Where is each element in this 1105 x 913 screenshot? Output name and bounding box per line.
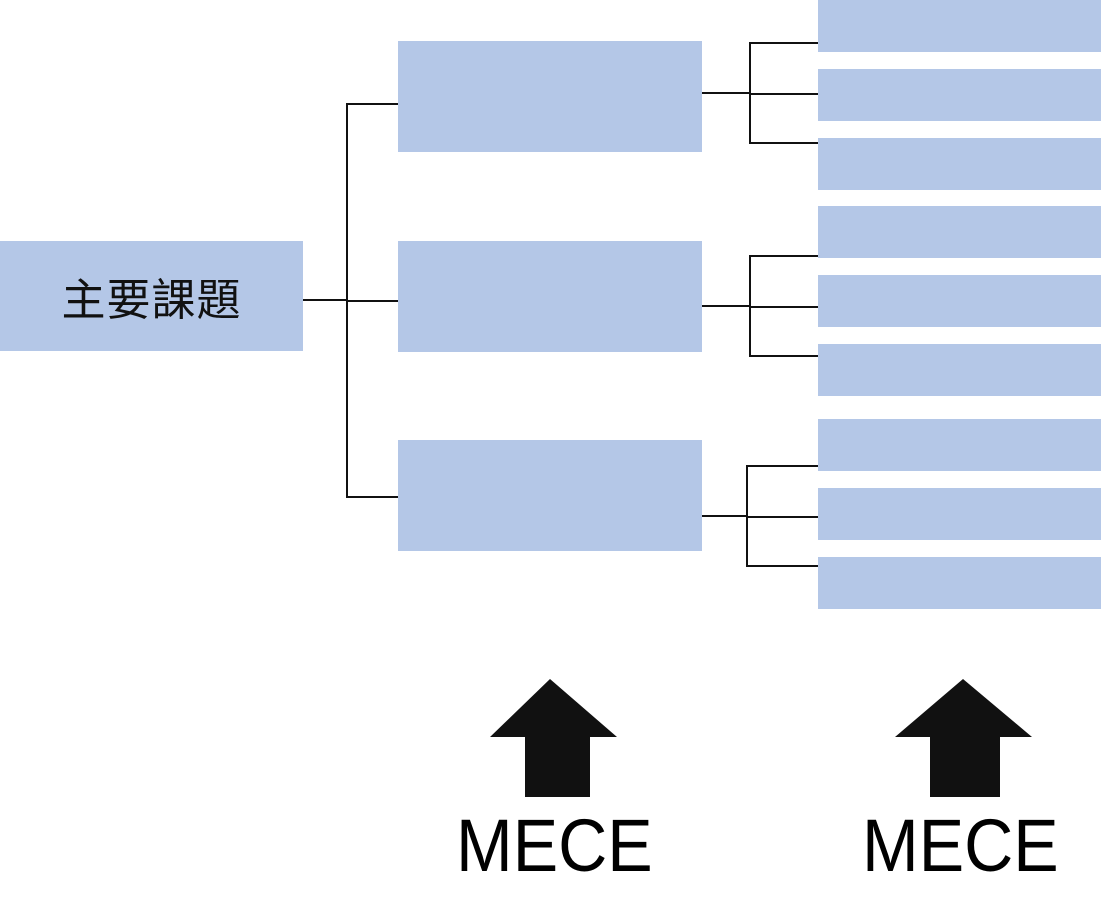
group3-connector-stem: [702, 515, 747, 517]
level2-node-3-3: [818, 557, 1101, 609]
group1-connector-stem: [702, 92, 750, 94]
root-node-label: 主要課題: [61, 275, 242, 326]
level1-node-3: [398, 440, 702, 551]
level1-node-1: [398, 41, 702, 152]
mece-label-level1: MECE: [456, 804, 653, 887]
mece-label-level2: MECE: [862, 804, 1059, 887]
group1-connector-branch-3: [749, 142, 818, 144]
root-connector-branch-1: [346, 103, 398, 105]
level2-node-2-1: [818, 206, 1101, 258]
level2-node-2-2: [818, 275, 1101, 327]
up-arrow-icon: [490, 679, 617, 797]
group3-connector-branch-2: [746, 516, 818, 518]
level2-node-2-3: [818, 344, 1101, 396]
level2-node-1-2: [818, 69, 1101, 121]
level2-node-1-3: [818, 138, 1101, 190]
group2-connector-branch-3: [749, 355, 818, 357]
root-connector-branch-2: [346, 300, 398, 302]
group1-connector-spine: [749, 42, 751, 143]
level2-node-3-2: [818, 488, 1101, 540]
group2-connector-branch-1: [749, 255, 818, 257]
root-node: 主要課題: [0, 241, 303, 351]
root-connector-branch-3: [346, 496, 398, 498]
up-arrow-icon: [895, 679, 1032, 797]
root-connector-stem: [303, 299, 347, 301]
group2-connector-branch-2: [749, 306, 818, 308]
level1-node-2: [398, 241, 702, 352]
group1-connector-branch-1: [749, 42, 818, 44]
level2-node-1-1: [818, 0, 1101, 52]
group2-connector-stem: [702, 305, 750, 307]
level2-node-3-1: [818, 419, 1101, 471]
group3-connector-branch-3: [746, 565, 818, 567]
group3-connector-branch-1: [746, 465, 818, 467]
group1-connector-branch-2: [749, 93, 818, 95]
